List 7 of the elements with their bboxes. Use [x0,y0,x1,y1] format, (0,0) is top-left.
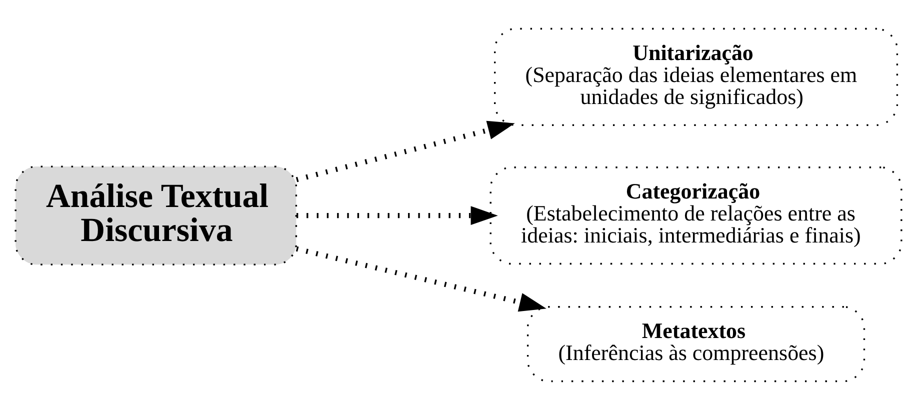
arrow [296,246,546,312]
node-box: Análise Textual Discursiva [14,166,298,266]
node-box: Categorização (Estabelecimento de relações entre as ideias: iniciais, intermediárias e finais) [490,166,902,265]
node-box: Metatextos (Inferências às compreensões) [526,306,866,382]
arrow [296,206,498,226]
arrow [296,120,515,182]
node-box: Unitarização (Separação das ideias elementares em unidades de significados) [494,28,898,126]
